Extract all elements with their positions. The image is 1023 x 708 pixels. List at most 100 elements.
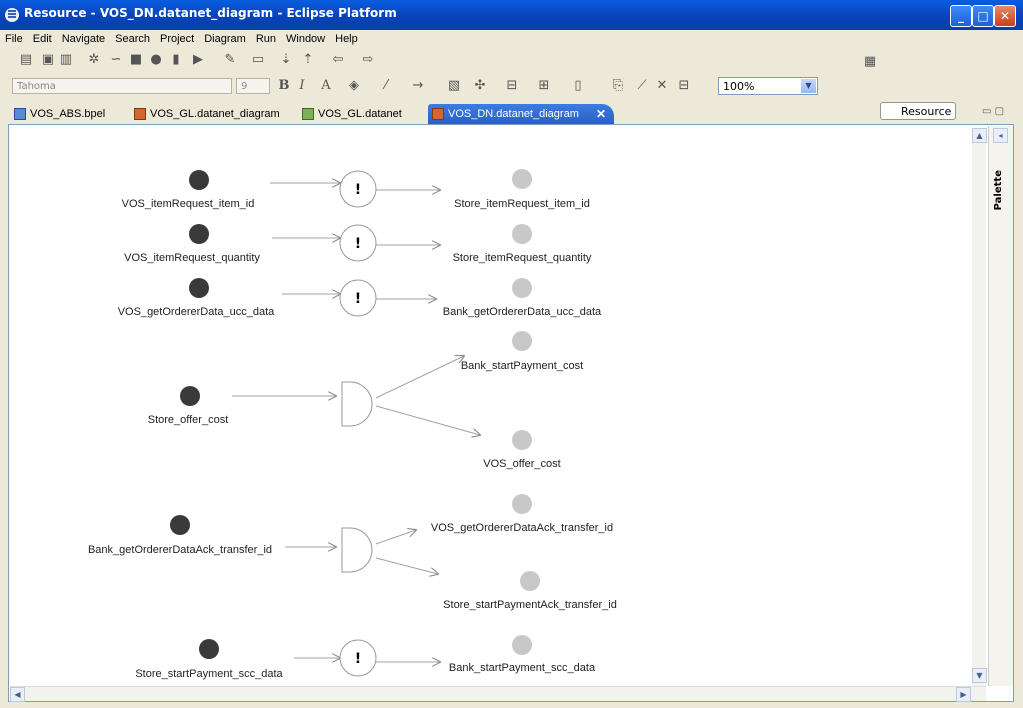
main-toolbar: ▤ ▣ ▥ ✲ ∽ ■ ● ▮ ▶ ✎ ▭ ⇣ ⇡ ⇦ ⇨ Resource ▦ (0, 48, 1023, 120)
source-node[interactable] (189, 278, 209, 298)
operator-node[interactable] (339, 279, 377, 317)
minimize-button[interactable]: _ (950, 5, 972, 27)
tab-vos-gl-datanet-diagram[interactable]: VOS_GL.datanet_diagram (130, 104, 290, 124)
target-node[interactable] (520, 571, 540, 591)
paste-format-icon[interactable]: ⎘ (612, 78, 624, 93)
operator-node[interactable] (339, 224, 377, 262)
font-name-select[interactable]: Tahoma (12, 78, 232, 94)
source-label: Store_startPayment_scc_data (135, 668, 283, 680)
menu-help[interactable]: Help (335, 33, 358, 45)
edge[interactable] (375, 356, 464, 399)
menu-navigate[interactable]: Navigate (61, 33, 106, 45)
tab-vos-gl-datanet[interactable]: VOS_GL.datanet (298, 104, 418, 124)
target-node[interactable] (512, 494, 532, 514)
menu-diagram[interactable]: Diagram (204, 33, 246, 45)
menu-edit[interactable]: Edit (32, 33, 52, 45)
italic-icon[interactable]: I (299, 78, 305, 93)
zoom-value: 100% (723, 80, 755, 93)
font-size-select[interactable]: 9 (236, 78, 270, 94)
target-node[interactable] (512, 224, 532, 244)
open-perspective-icon[interactable]: ▦ (863, 54, 877, 69)
select-all-icon[interactable]: ✣ (474, 78, 486, 93)
print-icon[interactable]: ▥ (59, 52, 73, 67)
menu-run[interactable]: Run (255, 33, 276, 45)
edge[interactable] (375, 405, 480, 435)
folder-icon[interactable]: ▭ (251, 52, 265, 67)
bold-icon[interactable]: B (278, 78, 290, 93)
back-icon[interactable]: ⇦ (332, 52, 344, 67)
vertical-scrollbar[interactable]: ▲ ▼ (972, 128, 987, 686)
scroll-down-icon[interactable]: ▼ (972, 668, 987, 683)
next-annotation-icon[interactable]: ⇣ (280, 52, 292, 67)
pen-icon[interactable]: ✎ (224, 52, 236, 67)
edge[interactable] (375, 557, 438, 574)
target-node[interactable] (512, 169, 532, 189)
prev-annotation-icon[interactable]: ⇡ (302, 52, 314, 67)
datanet-diagram[interactable]: VOS_itemRequest_item_id ! Store_itemRequ… (10, 126, 972, 684)
target-node[interactable] (512, 635, 532, 655)
server-icon[interactable]: ■ (129, 52, 143, 67)
run-icon[interactable]: ▶ (193, 52, 203, 67)
diagram-canvas[interactable] (8, 124, 1014, 702)
tab-label: VOS_GL.datanet (318, 108, 402, 120)
align-icon[interactable]: ⊟ (506, 78, 518, 93)
menu-file[interactable]: File (5, 33, 23, 45)
target-node[interactable] (512, 278, 532, 298)
size-icon[interactable]: ▯ (574, 78, 582, 93)
scroll-left-icon[interactable]: ◀ (10, 687, 25, 702)
forward-icon[interactable]: ⇨ (362, 52, 374, 67)
operator-node[interactable] (339, 639, 377, 677)
scroll-up-icon[interactable]: ▲ (972, 128, 987, 143)
target-node[interactable] (512, 430, 532, 450)
tab-vos-dn-datanet-diagram[interactable]: VOS_DN.datanet_diagram ✕ (428, 104, 614, 124)
operator-label: ! (355, 236, 361, 252)
source-node[interactable] (189, 170, 209, 190)
new-icon[interactable]: ▤ (19, 52, 33, 67)
palette-toggle-icon[interactable]: ◂ (993, 128, 1008, 143)
line-style-icon[interactable]: → (412, 78, 424, 93)
eclipse-icon (5, 8, 19, 22)
split-operator-node[interactable] (341, 381, 373, 427)
close-button[interactable]: ✕ (994, 5, 1016, 27)
palette-panel[interactable]: ◂ Palette (988, 126, 1013, 686)
menu-window[interactable]: Window (286, 33, 326, 45)
fill-color-icon[interactable]: ◈ (349, 78, 359, 93)
target-label: Store_itemRequest_item_id (454, 198, 590, 210)
font-color-icon[interactable]: A (321, 78, 331, 93)
source-node[interactable] (199, 639, 219, 659)
minimize-view-icon[interactable]: ▭ (982, 106, 992, 117)
route-icon[interactable]: ⊞ (538, 78, 550, 93)
marker-icon[interactable]: ▮ (172, 52, 180, 67)
horizontal-scrollbar[interactable]: ◀ ▶ (10, 686, 986, 702)
globe-icon[interactable]: ● (150, 52, 162, 67)
tab-vos-abs-bpel[interactable]: VOS_ABS.bpel (10, 104, 120, 124)
build-icon[interactable]: ✲ (88, 52, 100, 67)
menu-search[interactable]: Search (115, 33, 150, 45)
source-node[interactable] (180, 386, 200, 406)
edge[interactable] (375, 530, 416, 545)
source-node[interactable] (170, 515, 190, 535)
menu-project[interactable]: Project (159, 33, 195, 45)
save-icon[interactable]: ▣ (41, 52, 55, 67)
editor-tabs: VOS_ABS.bpel VOS_GL.datanet_diagram VOS_… (8, 102, 1014, 125)
arrange-icon[interactable]: ▧ (447, 78, 461, 93)
close-tab-icon[interactable]: ✕ (595, 107, 606, 121)
datanet-file-icon (302, 108, 314, 120)
target-label: VOS_getOrdererDataAck_transfer_id (431, 522, 613, 534)
operator-node[interactable] (339, 170, 377, 208)
perspective-button[interactable]: Resource (880, 102, 956, 120)
maximize-view-icon[interactable]: ▢ (994, 106, 1005, 117)
scroll-right-icon[interactable]: ▶ (956, 687, 971, 702)
remove-bend-icon[interactable]: ✕ (656, 78, 668, 93)
split-operator-node[interactable] (341, 527, 373, 573)
diagram-file-icon (134, 108, 146, 120)
maximize-button[interactable]: □ (972, 5, 994, 27)
line-width-icon[interactable]: ⊟ (678, 78, 690, 93)
line-color-icon[interactable]: ⁄ (384, 78, 388, 93)
route-style-icon[interactable]: ⟋ (637, 78, 647, 93)
link-icon[interactable]: ∽ (110, 52, 122, 67)
target-node[interactable] (512, 331, 532, 351)
tab-label: VOS_GL.datanet_diagram (150, 108, 280, 120)
source-node[interactable] (189, 224, 209, 244)
zoom-select[interactable]: 100% ▼ (718, 77, 818, 95)
